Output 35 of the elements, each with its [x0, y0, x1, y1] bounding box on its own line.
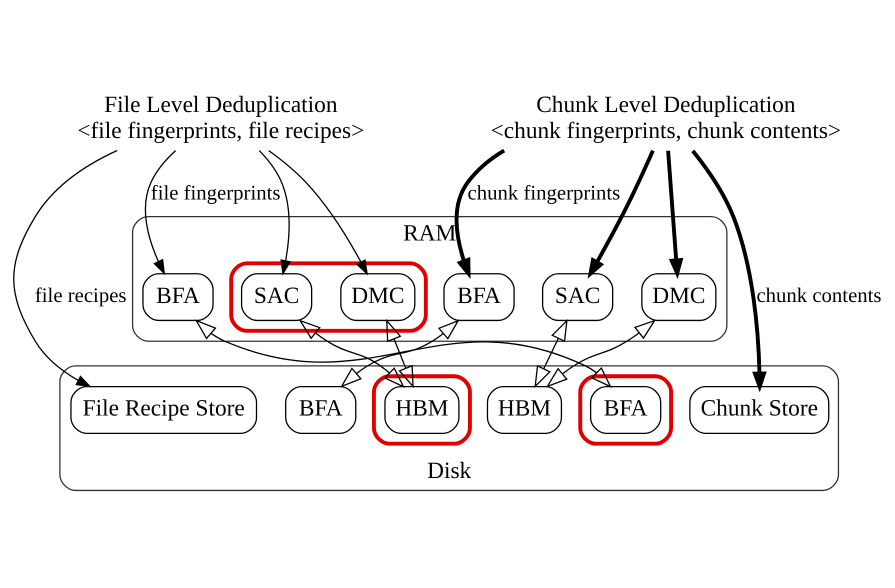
- node-box: DMC: [641, 272, 716, 321]
- cluster: [578, 374, 674, 446]
- node-box: HBM: [384, 385, 460, 434]
- node-box: BFA: [443, 272, 515, 321]
- node-box: BFA: [142, 272, 214, 321]
- arrow: [588, 149, 655, 278]
- edge-label: file fingerprints: [150, 182, 280, 204]
- node-box: SAC: [240, 272, 312, 321]
- arrow: [340, 318, 460, 388]
- arrow: [666, 150, 684, 279]
- node-text: Chunk Level Deduplication <chunk fingerprints, chunk contents>: [490, 92, 842, 144]
- arrow: [13, 149, 118, 387]
- edge-label: chunk fingerprints: [468, 182, 620, 204]
- node-box: Chunk Store: [689, 385, 830, 434]
- cluster: [229, 260, 428, 332]
- arrow: [194, 318, 612, 388]
- arrow: [691, 149, 767, 392]
- cluster: [372, 374, 472, 446]
- arrow: [268, 150, 368, 275]
- node-box: HBM: [486, 385, 562, 434]
- arrow: [144, 150, 176, 275]
- node-text: File Level Deduplication <file fingerprints, file recipes>: [77, 92, 364, 144]
- arrow: [534, 318, 568, 388]
- arrow: [386, 318, 414, 388]
- arrow: [546, 318, 656, 388]
- arrow: [258, 150, 292, 276]
- node-box: SAC: [542, 272, 614, 321]
- arrow: [454, 148, 506, 279]
- node-box: DMC: [340, 272, 416, 321]
- edge-label: file recipes: [34, 284, 126, 307]
- node-box: BFA: [590, 385, 662, 434]
- arrow: [298, 318, 405, 388]
- edge-label: chunk contents: [756, 284, 882, 307]
- node-box: BFA: [285, 385, 356, 434]
- node-box: File Recipe Store: [70, 385, 258, 434]
